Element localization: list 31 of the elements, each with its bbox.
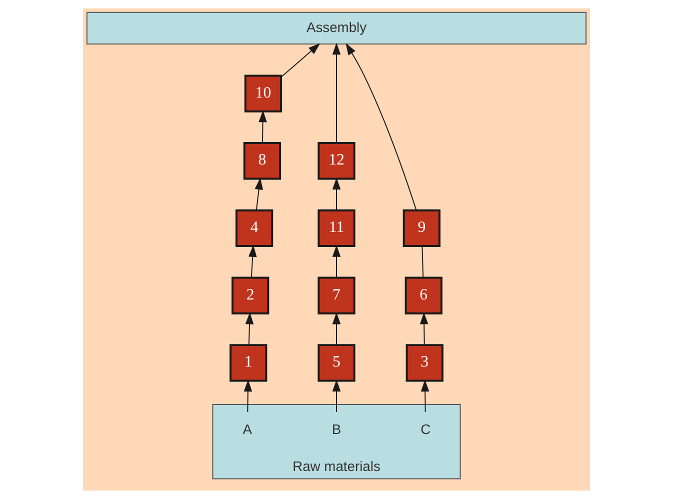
arrow (332, 42, 341, 144)
node-box: 8 (243, 142, 282, 180)
arrow (244, 380, 252, 413)
node-text: C (420, 420, 431, 437)
arrow (332, 178, 341, 211)
arrow (332, 380, 341, 413)
node-box: 11 (318, 209, 356, 248)
node-box: 12 (318, 142, 356, 180)
arrow (248, 244, 257, 278)
arrow (346, 43, 417, 210)
node-text: B (332, 420, 342, 437)
arrow (254, 178, 264, 211)
arrow (245, 312, 254, 346)
arrow (280, 43, 320, 78)
node-box: 1 (230, 344, 268, 382)
node-box: Assembly (86, 12, 587, 45)
node-box: 7 (318, 276, 356, 314)
node-box: 3 (406, 344, 444, 382)
node-text: A (242, 420, 252, 437)
connector (422, 246, 424, 278)
node-box: 4 (236, 209, 274, 248)
node-box: 6 (404, 276, 442, 314)
node-box: 10 (244, 74, 282, 112)
arrow (332, 312, 341, 346)
arrow (420, 380, 430, 413)
node-box: 5 (318, 344, 356, 382)
arrow (420, 312, 428, 346)
arrow (258, 110, 267, 144)
node-box: 2 (232, 276, 270, 314)
arrow (332, 244, 341, 278)
node-box: 9 (402, 209, 440, 248)
